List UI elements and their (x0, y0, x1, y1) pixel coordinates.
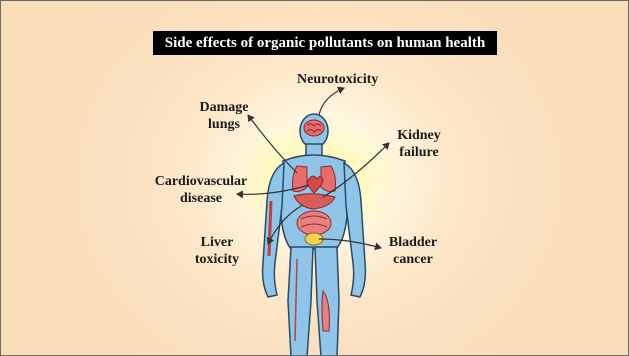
damage-lungs-line1: Damage (193, 99, 255, 116)
bladder-line1: Bladder (385, 234, 441, 251)
liver-line1: Liver (187, 234, 247, 251)
damage-lungs-line2: lungs (193, 116, 255, 133)
label-bladder: Bladder cancer (385, 234, 441, 268)
label-kidney-failure: Kidney failure (393, 127, 445, 161)
brain (304, 120, 324, 136)
right-arm (344, 163, 365, 297)
label-cardiovascular: Cardiovascular disease (147, 173, 255, 207)
bladder-line2: cancer (385, 251, 441, 268)
liver-line2: toxicity (187, 251, 247, 268)
arrow-neurotoxicity (319, 88, 344, 115)
left-leg (288, 247, 313, 356)
neck (306, 144, 322, 156)
label-neurotoxicity: Neurotoxicity (297, 71, 378, 88)
kidney-failure-line2: failure (393, 144, 445, 161)
left-arm (263, 163, 284, 297)
label-damage-lungs: Damage lungs (193, 99, 255, 133)
cardiovascular-line2: disease (147, 190, 255, 207)
diagram-title: Side effects of organic pollutants on hu… (153, 31, 497, 55)
label-liver: Liver toxicity (187, 234, 247, 268)
intestines (297, 211, 331, 235)
kidney-failure-line1: Kidney (393, 127, 445, 144)
neurotoxicity-text: Neurotoxicity (297, 72, 378, 87)
left-arm-vessel (269, 201, 271, 256)
cardiovascular-line1: Cardiovascular (147, 173, 255, 190)
